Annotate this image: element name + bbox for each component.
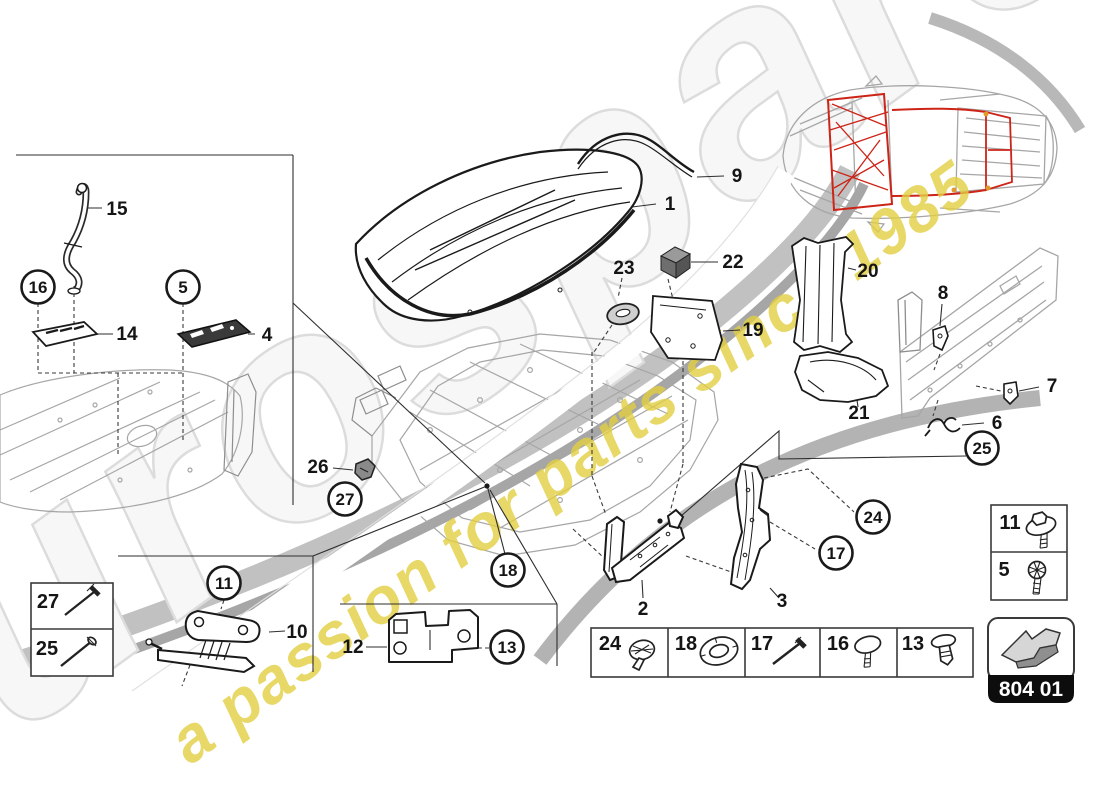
clip-part26 [354,458,376,481]
callout-circle-25: 25 [964,430,1000,466]
blind-rivet-icon [772,636,807,665]
serrated-bolt-icon [1027,560,1047,595]
part-label-3: 3 [777,591,788,612]
block-part22 [659,246,692,279]
callout-circle-17: 17 [818,535,854,571]
part-label-26: 26 [307,457,328,478]
part-label-2: 2 [638,599,649,620]
part-label-8: 8 [938,283,949,304]
part-label-19: 19 [742,320,763,341]
hinge-part10 [145,609,261,674]
chassis-drawing [351,333,719,557]
legend-num-13: 13 [902,633,924,655]
legend-num-16: 16 [827,633,849,655]
rivet-box-bottom-num: 25 [36,638,58,660]
part-label-4: 4 [262,325,273,346]
rivet-box-top-num: 27 [37,591,59,613]
circle-label-11: 11 [215,574,233,593]
blind-rivet-icon [64,583,101,616]
circle-label-25: 25 [973,439,992,458]
drain-tube-part15 [63,182,90,295]
callout-circle-27: 27 [327,481,363,517]
flange-screw-icon [1025,511,1057,549]
part-label-22: 22 [722,252,743,273]
callout-circle-16: 16 [20,269,56,305]
b-pillar-part3 [729,462,772,591]
circle-label-24: 24 [864,508,883,527]
legend-num-18: 18 [675,633,697,655]
panel-part19 [650,295,723,361]
pillar-trim-part20 [791,236,855,354]
circle-label-5: 5 [178,278,187,297]
grommet-icon [699,636,739,666]
fastener-box-top-num: 11 [999,512,1020,534]
part-label-6: 6 [992,413,1003,434]
circled-labels: 16 5 27 18 25 24 17 11 13 [20,269,1000,665]
bracket-part12 [388,609,479,663]
legend-num-17: 17 [751,633,773,655]
circle-label-13: 13 [498,638,517,657]
legend-num-24: 24 [599,633,622,655]
rear-clamshell-drawing [0,369,257,513]
callout-lines [16,154,1040,687]
part-labels: 15 14 4 9 1 22 23 19 20 8 7 6 21 26 10 1… [106,166,1057,658]
part-label-20: 20 [857,261,878,282]
callout-circle-18: 18 [490,552,526,588]
part-label-14: 14 [116,324,138,345]
part-label-7: 7 [1047,376,1058,397]
part-label-9: 9 [732,166,743,187]
part-label-23: 23 [613,258,634,279]
page-ref-code: 804 01 [999,678,1064,701]
part-label-10: 10 [286,622,307,643]
watermark-swoosh-band [131,165,795,709]
blind-rivet-icon [60,636,97,667]
circle-label-18: 18 [499,561,518,580]
circle-label-16: 16 [29,278,48,297]
mount-point-markers [951,111,991,193]
callout-circle-11: 11 [206,565,242,601]
sill-panel-right-drawing [897,247,1059,419]
bracket-part7 [1003,381,1019,406]
part-label-21: 21 [848,403,870,424]
page-ref-band [988,675,1074,703]
push-clip-icon [628,639,656,672]
bracket-part8 [932,324,949,352]
sill-part2 [602,508,686,584]
grommet-part23 [606,302,640,326]
page-ref-badge: 804 01 [987,617,1075,703]
mirror-icons [864,75,886,233]
fastener-box-bottom-num: 5 [998,559,1009,581]
arch-trim-part21 [794,351,890,403]
callout-circle-5: 5 [165,269,201,305]
rivet-reference-box: 27 25 [30,582,114,677]
plate-part14 [31,321,99,347]
exploded-view-arrow-icon [1000,628,1061,669]
fastener-reference-box: 11 5 [990,504,1068,601]
callout-circle-24: 24 [855,499,891,535]
circle-label-17: 17 [827,544,846,563]
fastener-legend-table: 24 18 17 16 13 [590,627,974,678]
highlighted-roof-frame [826,92,1013,212]
roof-seal-part9 [576,132,695,178]
expansion-rivet-icon [930,634,957,666]
roof-panel-part1 [354,148,643,322]
circle-label-27: 27 [336,490,355,509]
part-label-15: 15 [106,199,128,220]
wire-clip-part6 [924,417,961,437]
part-label-1: 1 [665,194,676,215]
car-top-view [782,75,1058,233]
washer-screw-icon [854,635,882,668]
callout-circle-13: 13 [489,629,525,665]
plate-part4 [176,319,252,348]
part-label-12: 12 [342,637,363,658]
